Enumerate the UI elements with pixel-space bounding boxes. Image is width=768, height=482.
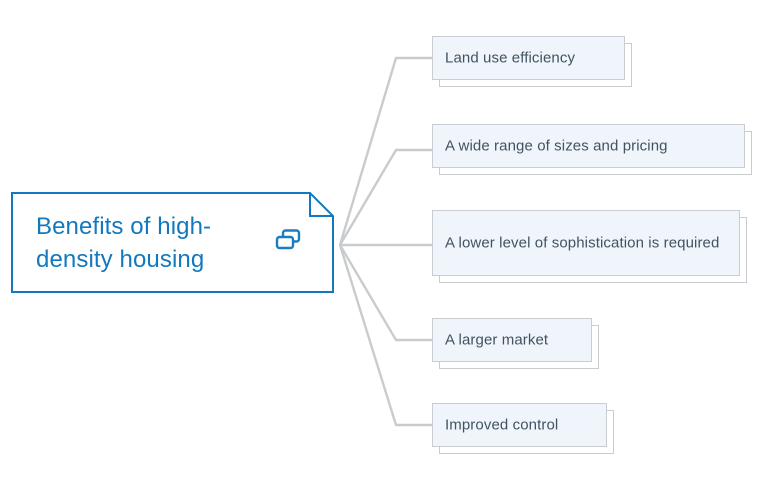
child-node-3[interactable]: A lower level of sophistication is requi… [432,210,747,283]
child-node-label: A wide range of sizes and pricing [445,137,668,155]
child-node-4[interactable]: A larger market [432,318,599,369]
child-node-5[interactable]: Improved control [432,403,614,454]
connector-to-child-4 [338,244,432,342]
child-node-front-card [432,210,740,276]
connector-to-child-2 [338,148,432,246]
child-node-1[interactable]: Land use efficiency [432,36,632,87]
connector-to-child-5 [338,244,432,427]
child-node-label: Land use efficiency [445,49,576,67]
child-node-front-card [432,318,592,362]
child-node-2[interactable]: A wide range of sizes and pricing [432,124,752,175]
root-node[interactable]: Benefits of high-density housing [11,192,334,293]
child-node-front-card [432,36,625,80]
child-node-label: Improved control [445,416,559,434]
root-node-shape [11,192,334,293]
connector-to-child-1 [338,56,432,246]
child-node-front-card [432,403,607,447]
copy-icon[interactable] [274,228,302,252]
child-node-front-card [432,124,745,168]
root-node-label: Benefits of high-density housing [36,213,212,273]
child-node-label: A larger market [445,331,549,349]
child-node-label: A lower level of sophistication is requi… [445,234,720,252]
